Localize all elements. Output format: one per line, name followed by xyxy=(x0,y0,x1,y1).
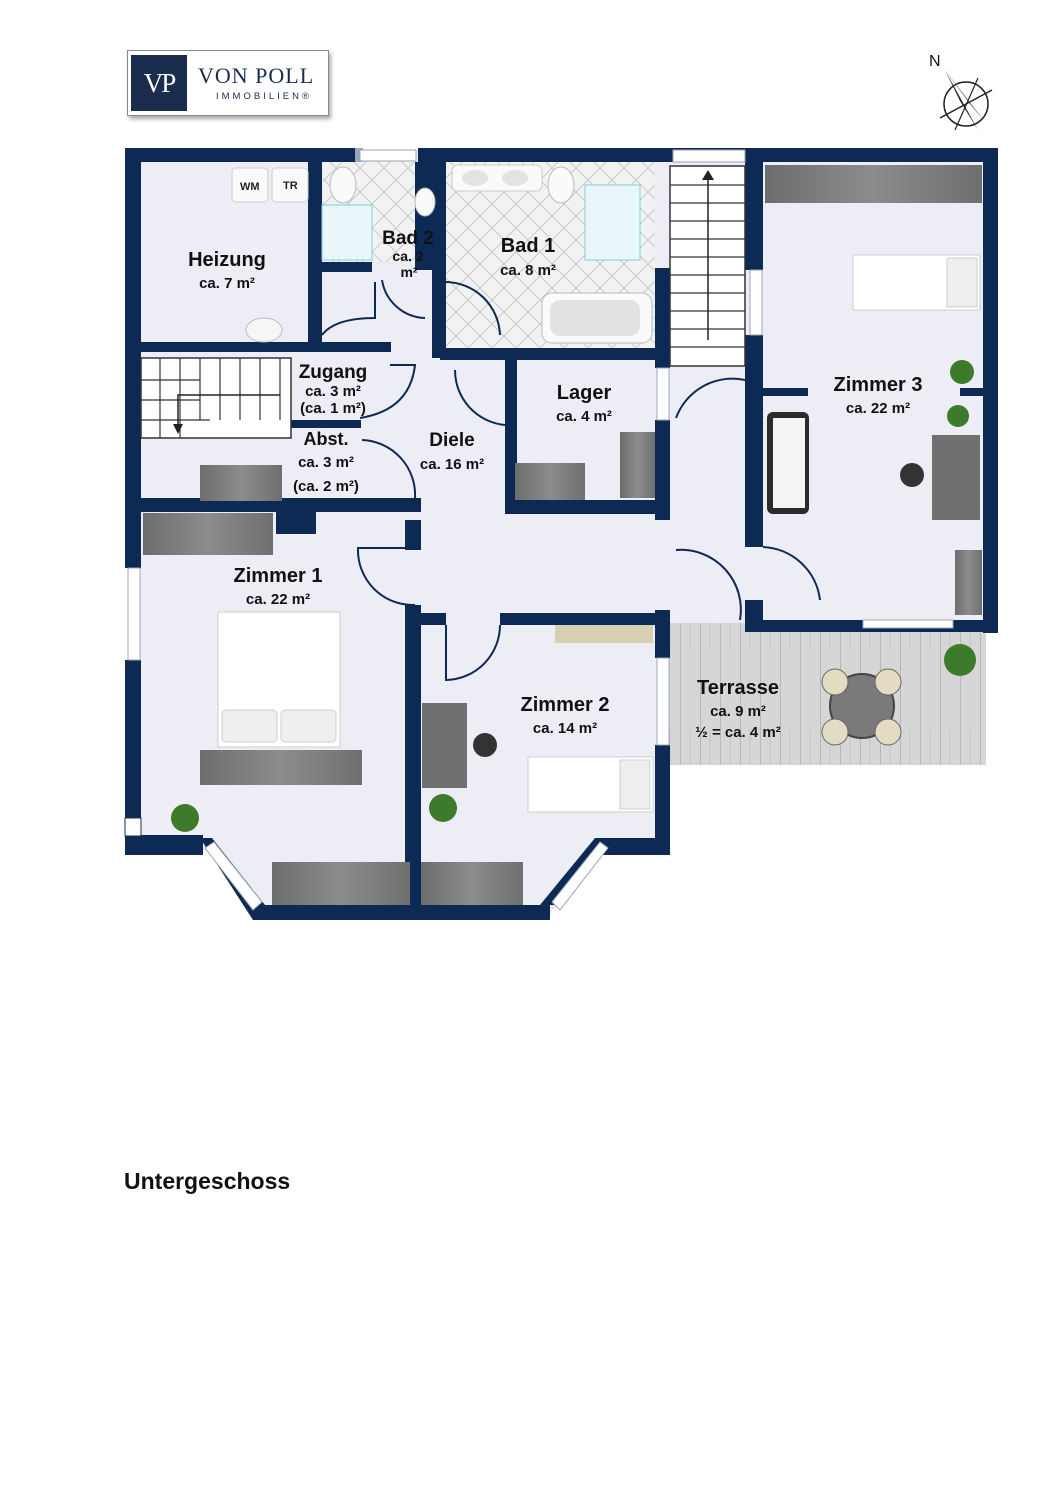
lager-area: ca. 4 m² xyxy=(556,408,612,425)
bad2-area-line2: m² xyxy=(400,264,417,280)
zimmer3-area: ca. 22 m² xyxy=(846,400,910,417)
chair-icon xyxy=(473,733,497,757)
terrasse-area-sub: ½ = ca. 4 m² xyxy=(695,724,780,741)
zimmer3-name: Zimmer 3 xyxy=(834,374,923,396)
bad1-name: Bad 1 xyxy=(501,235,555,257)
zimmer1-area: ca. 22 m² xyxy=(246,591,310,608)
zimmer1-name: Zimmer 1 xyxy=(234,565,323,587)
washing-machine-icon xyxy=(231,167,269,203)
dryer-icon xyxy=(271,167,309,203)
logo-mark: VP xyxy=(131,55,187,111)
furniture: WM TR xyxy=(143,164,982,905)
shelf xyxy=(620,432,655,498)
zimmer2-name: Zimmer 2 xyxy=(521,694,610,716)
side-logo: VON POLL xyxy=(124,778,142,837)
wardrobe xyxy=(765,165,982,203)
diele-area: ca. 16 m² xyxy=(420,456,484,473)
wardrobe xyxy=(143,513,273,555)
toilet-icon xyxy=(329,166,357,204)
room-labels: Heizung ca. 7 m² Bad 2 ca. 2 m² Bad 1 ca… xyxy=(188,228,922,741)
compass-north-label: N xyxy=(929,53,941,70)
heizung-area: ca. 7 m² xyxy=(199,275,255,292)
abst-area: ca. 3 m² xyxy=(298,454,354,471)
shelf xyxy=(955,550,982,615)
zugang-area: ca. 3 m² xyxy=(305,383,361,400)
boiler-icon xyxy=(245,317,283,343)
bad1-area: ca. 8 m² xyxy=(500,262,556,279)
logo: VP VON POLL IMMOBILIEN® xyxy=(127,50,329,116)
staircase-main xyxy=(669,165,746,367)
zugang-name: Zugang xyxy=(299,362,368,383)
bad2-area-line1: ca. 2 xyxy=(392,248,423,264)
tr-label: TR xyxy=(283,180,298,192)
shelf xyxy=(515,463,585,500)
zimmer2-area: ca. 14 m² xyxy=(533,720,597,737)
compass-rose-icon: N xyxy=(929,53,993,131)
sink-icon xyxy=(414,187,436,217)
toilet-icon xyxy=(547,166,575,204)
windows xyxy=(127,149,954,911)
heizung-name: Heizung xyxy=(188,249,266,271)
lager-name: Lager xyxy=(557,382,612,404)
heater-icon xyxy=(555,625,653,643)
terrace-table-icon xyxy=(821,668,902,746)
shower-icon xyxy=(321,204,373,261)
wardrobe xyxy=(272,862,410,905)
abst-name: Abst. xyxy=(304,429,349,449)
side-logo-text: VON POLL xyxy=(130,778,138,812)
terrasse-area: ca. 9 m² xyxy=(710,703,766,720)
shower-icon xyxy=(584,184,641,261)
shelf xyxy=(200,465,282,501)
desk-icon xyxy=(932,435,980,520)
zugang-area-sub: (ca. 1 m²) xyxy=(300,400,366,417)
desk-icon xyxy=(422,703,467,788)
diele-name: Diele xyxy=(429,430,474,451)
logo-subline: IMMOBILIEN® xyxy=(216,91,312,102)
chair-icon xyxy=(900,463,924,487)
bad2-name: Bad 2 xyxy=(382,228,434,249)
floor-caption: Untergeschoss xyxy=(124,1168,291,1194)
dresser xyxy=(200,750,362,785)
abst-area-sub: (ca. 2 m²) xyxy=(293,478,359,495)
logo-name: VON POLL xyxy=(198,63,315,88)
wm-label: WM xyxy=(240,181,260,193)
doors xyxy=(321,279,821,682)
staircase-spiral xyxy=(140,357,292,439)
plant-icon xyxy=(171,360,976,832)
wardrobe xyxy=(421,862,523,905)
terrasse-name: Terrasse xyxy=(697,677,779,699)
